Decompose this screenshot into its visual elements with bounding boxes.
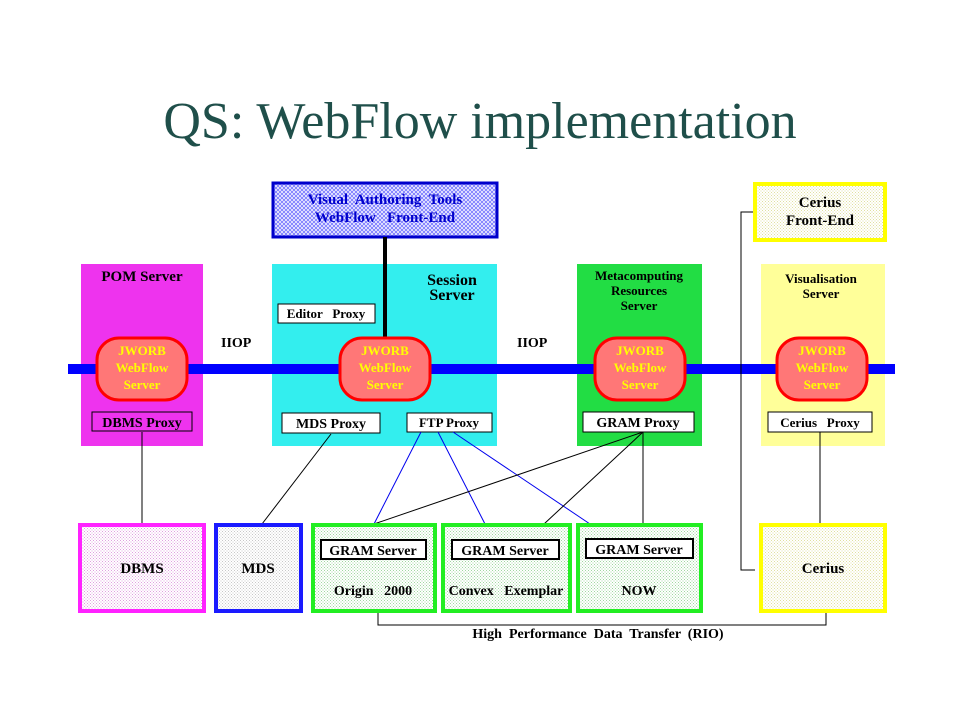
iiop-left-label: IIOP (221, 336, 252, 351)
vis-line1: Visualisation (785, 271, 858, 286)
orb-bus (68, 364, 895, 374)
hpdt-bracket (377, 613, 827, 626)
editor-proxy-box (277, 303, 376, 324)
link-mds-proxy-mds (261, 433, 332, 525)
jworb-session-line1: JWORB (361, 343, 409, 358)
dbms-label: DBMS (120, 561, 163, 577)
cerius-proxy-label: Cerius Proxy (780, 415, 860, 430)
jworb-pom-line1: JWORB (118, 343, 166, 358)
link-gram-origin (373, 431, 644, 525)
link-ftp-convex (437, 431, 486, 525)
slide-title: QS: WebFlow implementation (163, 93, 797, 150)
cerius-box (759, 523, 887, 613)
jworb-meta-line1: JWORB (616, 343, 664, 358)
origin-gram-server-label: GRAM Server (329, 544, 416, 559)
link-gram-convex (543, 431, 644, 525)
authoring-line2: WebFlow Front-End (315, 210, 456, 226)
now-gram-server-label: GRAM Server (595, 543, 682, 558)
jworb-session-line2: WebFlow (359, 360, 412, 375)
cerius-bracket (740, 211, 755, 571)
session-line1: Session (427, 272, 477, 289)
jworb-server-vis: JWORB WebFlow Server (775, 336, 869, 402)
link-ftp-origin (373, 431, 422, 525)
jworb-vis-line2: WebFlow (796, 360, 849, 375)
gram-proxy-label: GRAM Proxy (596, 416, 679, 431)
link-ftp-now (452, 431, 591, 525)
meta-line2: Resources (611, 283, 667, 298)
jworb-pom-line3: Server (124, 377, 161, 392)
mds-label: MDS (241, 561, 274, 577)
convex-gram-server-label: GRAM Server (461, 544, 548, 559)
ftp-proxy-label: FTP Proxy (419, 415, 480, 430)
convex-label: Convex Exemplar (449, 584, 564, 599)
authoring-tools-box (271, 181, 499, 239)
jworb-server-meta: JWORB WebFlow Server (593, 336, 687, 402)
convex-gram-server-box (451, 539, 560, 560)
cerius-front-line1: Cerius (799, 195, 842, 211)
dbms-proxy-label: DBMS Proxy (102, 416, 181, 431)
origin-label: Origin 2000 (334, 584, 412, 599)
mds-proxy-box (281, 412, 381, 434)
authoring-line1: Visual Authoring Tools (308, 192, 463, 208)
jworb-vis-line3: Server (804, 377, 841, 392)
session-line2: Server (429, 287, 474, 304)
gram-proxy-box (582, 411, 695, 433)
ftp-proxy-box (406, 412, 493, 433)
hpdt-label: High Performance Data Transfer (RIO) (472, 627, 724, 642)
jworb-meta-line3: Server (622, 377, 659, 392)
cerius-label: Cerius (802, 561, 845, 577)
jworb-pom-line2: WebFlow (116, 360, 169, 375)
editor-proxy-label: Editor Proxy (287, 306, 366, 321)
vis-line2: Server (803, 286, 840, 301)
meta-line1: Metacomputing (595, 268, 684, 283)
jworb-meta-line2: WebFlow (614, 360, 667, 375)
mds-proxy-label: MDS Proxy (296, 417, 366, 432)
now-gram-server-box (585, 538, 694, 559)
jworb-session-line3: Server (367, 377, 404, 392)
cerius-frontend-box (753, 182, 887, 242)
mds-box (214, 523, 303, 613)
iiop-right-label: IIOP (517, 336, 548, 351)
meta-line3: Server (621, 298, 658, 313)
origin-gram-server-box (320, 539, 427, 560)
dbms-box (78, 523, 206, 613)
dbms-proxy-box (91, 411, 193, 432)
cerius-front-line2: Front-End (786, 213, 855, 229)
jworb-vis-line1: JWORB (798, 343, 846, 358)
pom-server-label: POM Server (101, 269, 183, 285)
now-label: NOW (622, 584, 657, 599)
jworb-server-session: JWORB WebFlow Server (338, 336, 432, 402)
jworb-server-pom: JWORB WebFlow Server (95, 336, 189, 402)
